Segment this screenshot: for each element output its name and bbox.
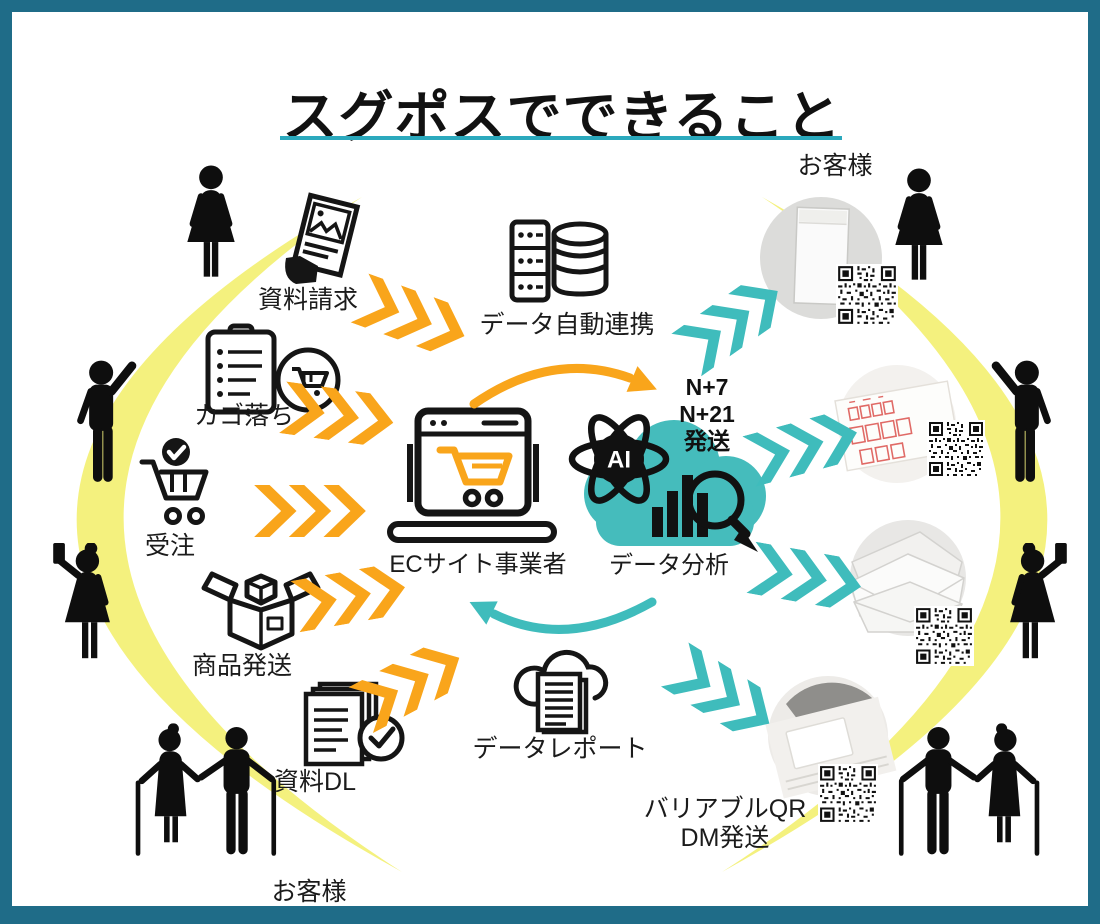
curved-arrow-to-ai [469, 363, 657, 409]
ai-data-analysis-icon: AI [568, 414, 766, 552]
label-document-download: 資料DL [274, 768, 356, 796]
label-cart-abandon: カゴ落ち [193, 402, 295, 430]
cart-abandon-icon [205, 323, 341, 415]
qr-code-dm [818, 764, 878, 824]
qr-code-envelopes [914, 606, 974, 666]
flow-arrow-order [254, 485, 366, 537]
dm-line-2: DM発送 [680, 823, 770, 852]
yellow-ring-arcs [76, 197, 1048, 872]
photo-envelope-pile [849, 520, 966, 636]
label-ec-operator: ECサイト事業者 [389, 551, 567, 578]
document-download-icon [303, 681, 405, 767]
order-received-icon [139, 438, 209, 525]
person-elderly-couple-left [125, 722, 297, 864]
person-woman-phone-right [984, 538, 1074, 674]
label-order-received: 受注 [144, 532, 196, 560]
shipping-line-1: N+7 [685, 374, 729, 400]
person-woman-top-left [170, 164, 252, 290]
data-sync-icon [509, 219, 609, 303]
dm-line-1: バリアブルQR [643, 795, 807, 823]
label-data-sync: データ自動連携 [479, 311, 655, 339]
label-data-report: データレポート [472, 735, 648, 763]
person-elderly-couple-right [878, 722, 1050, 864]
ai-badge: AI [607, 447, 631, 474]
person-man-wave-right [978, 348, 1068, 495]
label-data-analysis: データ分析 [609, 552, 729, 579]
shipping-schedule-text: N+7 N+21 発送 [679, 374, 735, 455]
curved-arrow-to-ec [469, 597, 657, 634]
page-title: スグポスでできること [282, 86, 842, 148]
person-woman-top-right [878, 167, 960, 293]
brochure-request-icon [285, 192, 361, 284]
data-report-icon [513, 649, 609, 735]
ec-site-laptop-icon [387, 407, 557, 543]
person-woman-phone-left [46, 538, 136, 674]
label-customer-top-right: お客様 [797, 152, 873, 180]
qr-code-postcard [927, 420, 985, 478]
shipping-line-2: N+21 [679, 401, 735, 427]
shipping-line-3: 発送 [684, 428, 730, 454]
label-variable-qr-dm: バリアブルQR DM発送 [644, 795, 807, 853]
label-customer-bottom-left: お客様 [271, 878, 347, 906]
label-brochure-request: 資料請求 [257, 286, 359, 314]
person-man-wave-left [60, 348, 150, 495]
title-underline [280, 136, 842, 140]
product-shipping-icon [201, 571, 321, 651]
label-product-shipping: 商品発送 [191, 652, 293, 680]
